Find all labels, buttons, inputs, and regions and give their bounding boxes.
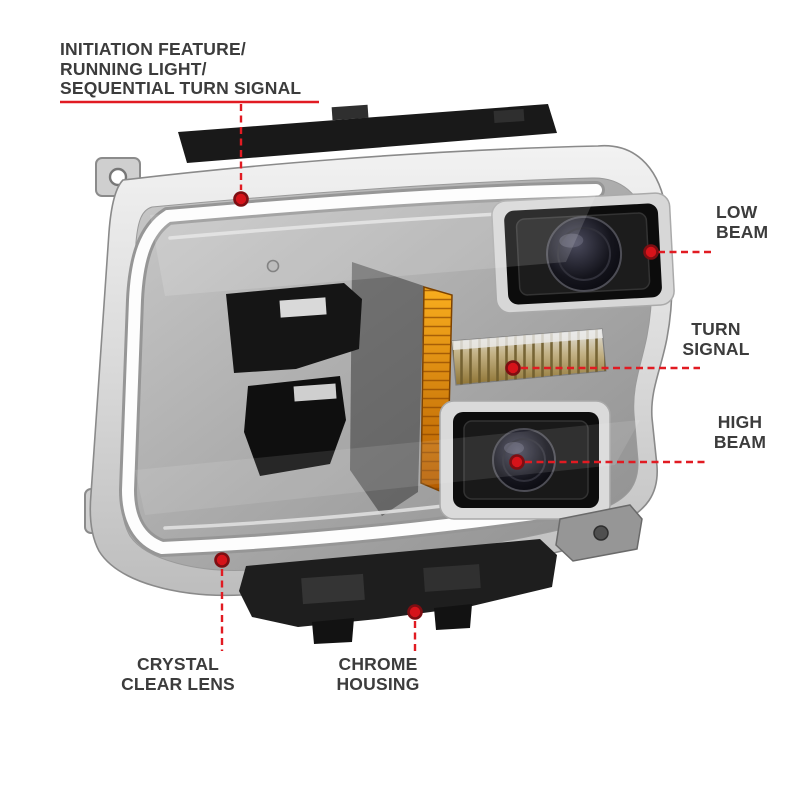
callout-text: LOW bbox=[716, 202, 758, 222]
callout-label-chrome-housing: CHROME HOUSING bbox=[320, 654, 436, 694]
callout-label-turn-signal: TURN SIGNAL bbox=[676, 319, 756, 359]
mounting-bracket-left bbox=[226, 283, 362, 476]
callout-label-high-beam: HIGH BEAM bbox=[708, 412, 772, 452]
housing-shadow bbox=[350, 262, 424, 516]
callout-label-crystal-clear-lens: CRYSTAL CLEAR LENS bbox=[120, 654, 236, 694]
callout-text: BEAM bbox=[716, 221, 769, 242]
callout-text: CLEAR LENS bbox=[121, 673, 235, 694]
callout-text: CHROME bbox=[338, 654, 418, 674]
callout-text: RUNNING LIGHT/ bbox=[60, 58, 207, 79]
callout-text: CRYSTAL bbox=[136, 654, 220, 674]
lens-gloss bbox=[135, 420, 640, 515]
adjuster-screw bbox=[266, 259, 280, 273]
housing-top-trim bbox=[178, 104, 557, 163]
low-beam-projector bbox=[491, 192, 675, 314]
lens-gloss bbox=[150, 186, 600, 296]
callout-label-low-beam: LOW BEAM bbox=[716, 202, 778, 242]
callout-text: HOUSING bbox=[336, 673, 420, 694]
callout-label-initiation: INITIATION FEATURE/ RUNNING LIGHT/ SEQUE… bbox=[60, 39, 302, 99]
callout-text: SIGNAL bbox=[682, 338, 750, 359]
callout-text: INITIATION FEATURE/ bbox=[60, 39, 246, 59]
callout-text: SEQUENTIAL TURN SIGNAL bbox=[60, 78, 302, 98]
callout-text: TURN bbox=[691, 319, 741, 339]
callout-text: HIGH bbox=[717, 412, 763, 432]
turn-signal-strip bbox=[451, 328, 607, 386]
mounting-bracket-bottom bbox=[239, 504, 643, 644]
callout-text: BEAM bbox=[713, 431, 767, 452]
